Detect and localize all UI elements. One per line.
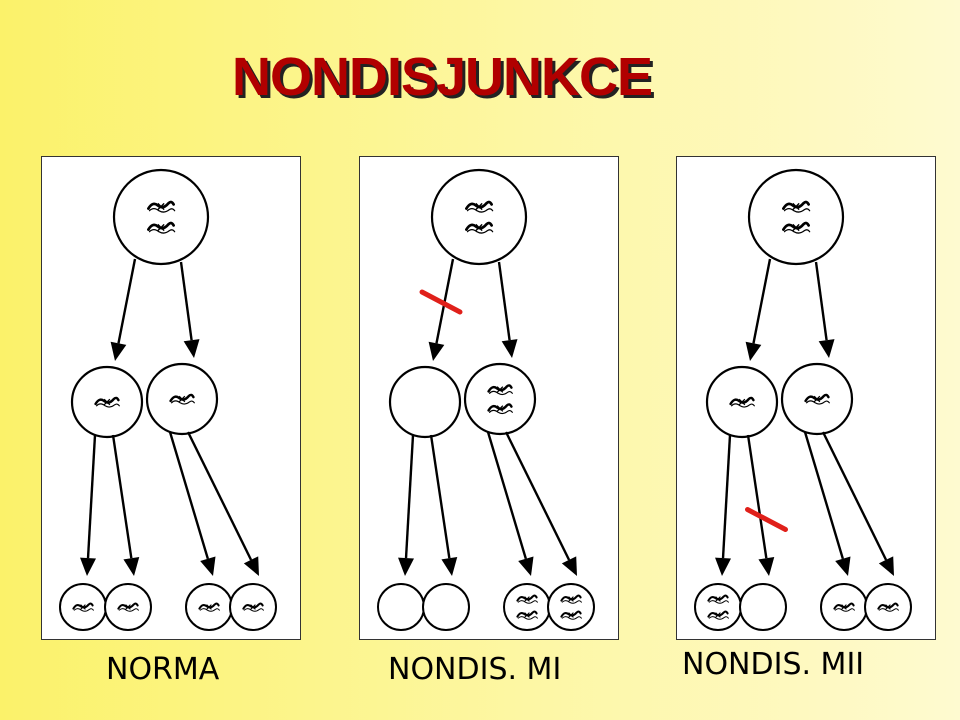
gamete-chromosome — [516, 594, 538, 604]
parent-chromosome — [782, 200, 811, 213]
meiosis-diagram — [377, 168, 595, 631]
panel-normal — [41, 156, 301, 640]
caption-nondisjunction-mi: NONDIS. MI — [388, 652, 562, 687]
meiosis-arrow — [715, 434, 732, 576]
parent-chromosome — [147, 221, 176, 234]
gamete-chromosome — [833, 602, 855, 612]
panel-nondisjunction-mi — [359, 156, 619, 640]
daughter-chromosome — [169, 393, 195, 405]
gamete-chromosome — [560, 610, 582, 620]
meiosis-arrow — [803, 431, 851, 576]
daughter-chromosome — [487, 403, 513, 415]
meiosis-arrow — [429, 434, 458, 576]
meiosis-arrow — [497, 261, 518, 358]
daughter-cell — [388, 365, 462, 439]
meiosis-arrow — [504, 431, 577, 576]
gamete-cell — [503, 583, 551, 631]
meiosis-arrow — [168, 431, 216, 576]
parent-chromosome — [465, 221, 494, 234]
meiosis-arrow — [814, 261, 835, 358]
gamete-chromosome — [117, 602, 139, 612]
daughter-chromosome — [487, 384, 513, 396]
meiosis-arrow — [428, 258, 455, 361]
gamete-cell — [422, 583, 470, 631]
nondisjunction-mark — [745, 507, 788, 532]
meiosis-arrow — [110, 258, 137, 361]
gamete-chromosome — [877, 602, 899, 612]
meiosis-diagram — [694, 168, 912, 631]
meiosis-arrow — [486, 431, 534, 576]
gamete-chromosome — [516, 610, 538, 620]
daughter-chromosome — [94, 396, 120, 408]
meiosis-diagram — [59, 168, 277, 631]
panel-nondisjunction-mii — [676, 156, 936, 640]
meiosis-arrow — [186, 431, 259, 576]
meiosis-arrow — [111, 434, 140, 576]
nondisjunction-mark — [419, 289, 463, 315]
gamete-cell — [694, 583, 742, 631]
gamete-chromosome — [198, 602, 220, 612]
caption-normal: NORMA — [106, 652, 220, 687]
meiosis-arrow — [398, 434, 415, 576]
parent-chromosome — [147, 200, 176, 213]
gamete-chromosome — [242, 602, 264, 612]
gamete-chromosome — [707, 610, 729, 620]
parent-chromosome — [465, 200, 494, 213]
gamete-cell — [377, 583, 425, 631]
page-title: NONDISJUNKCE — [232, 47, 653, 107]
daughter-cell — [463, 362, 537, 436]
meiosis-arrow — [745, 258, 772, 361]
parent-cell — [430, 168, 528, 266]
meiosis-arrow — [80, 434, 97, 576]
meiosis-arrow — [821, 431, 894, 576]
gamete-chromosome — [707, 594, 729, 604]
meiosis-arrow — [746, 434, 775, 576]
gamete-cell — [739, 583, 787, 631]
caption-nondisjunction-mii: NONDIS. MII — [682, 647, 865, 682]
meiosis-arrow — [179, 261, 200, 358]
gamete-chromosome — [560, 594, 582, 604]
gamete-chromosome — [72, 602, 94, 612]
parent-cell — [747, 168, 845, 266]
parent-chromosome — [782, 221, 811, 234]
gamete-cell — [547, 583, 595, 631]
daughter-chromosome — [804, 393, 830, 405]
daughter-chromosome — [729, 396, 755, 408]
parent-cell — [112, 168, 210, 266]
